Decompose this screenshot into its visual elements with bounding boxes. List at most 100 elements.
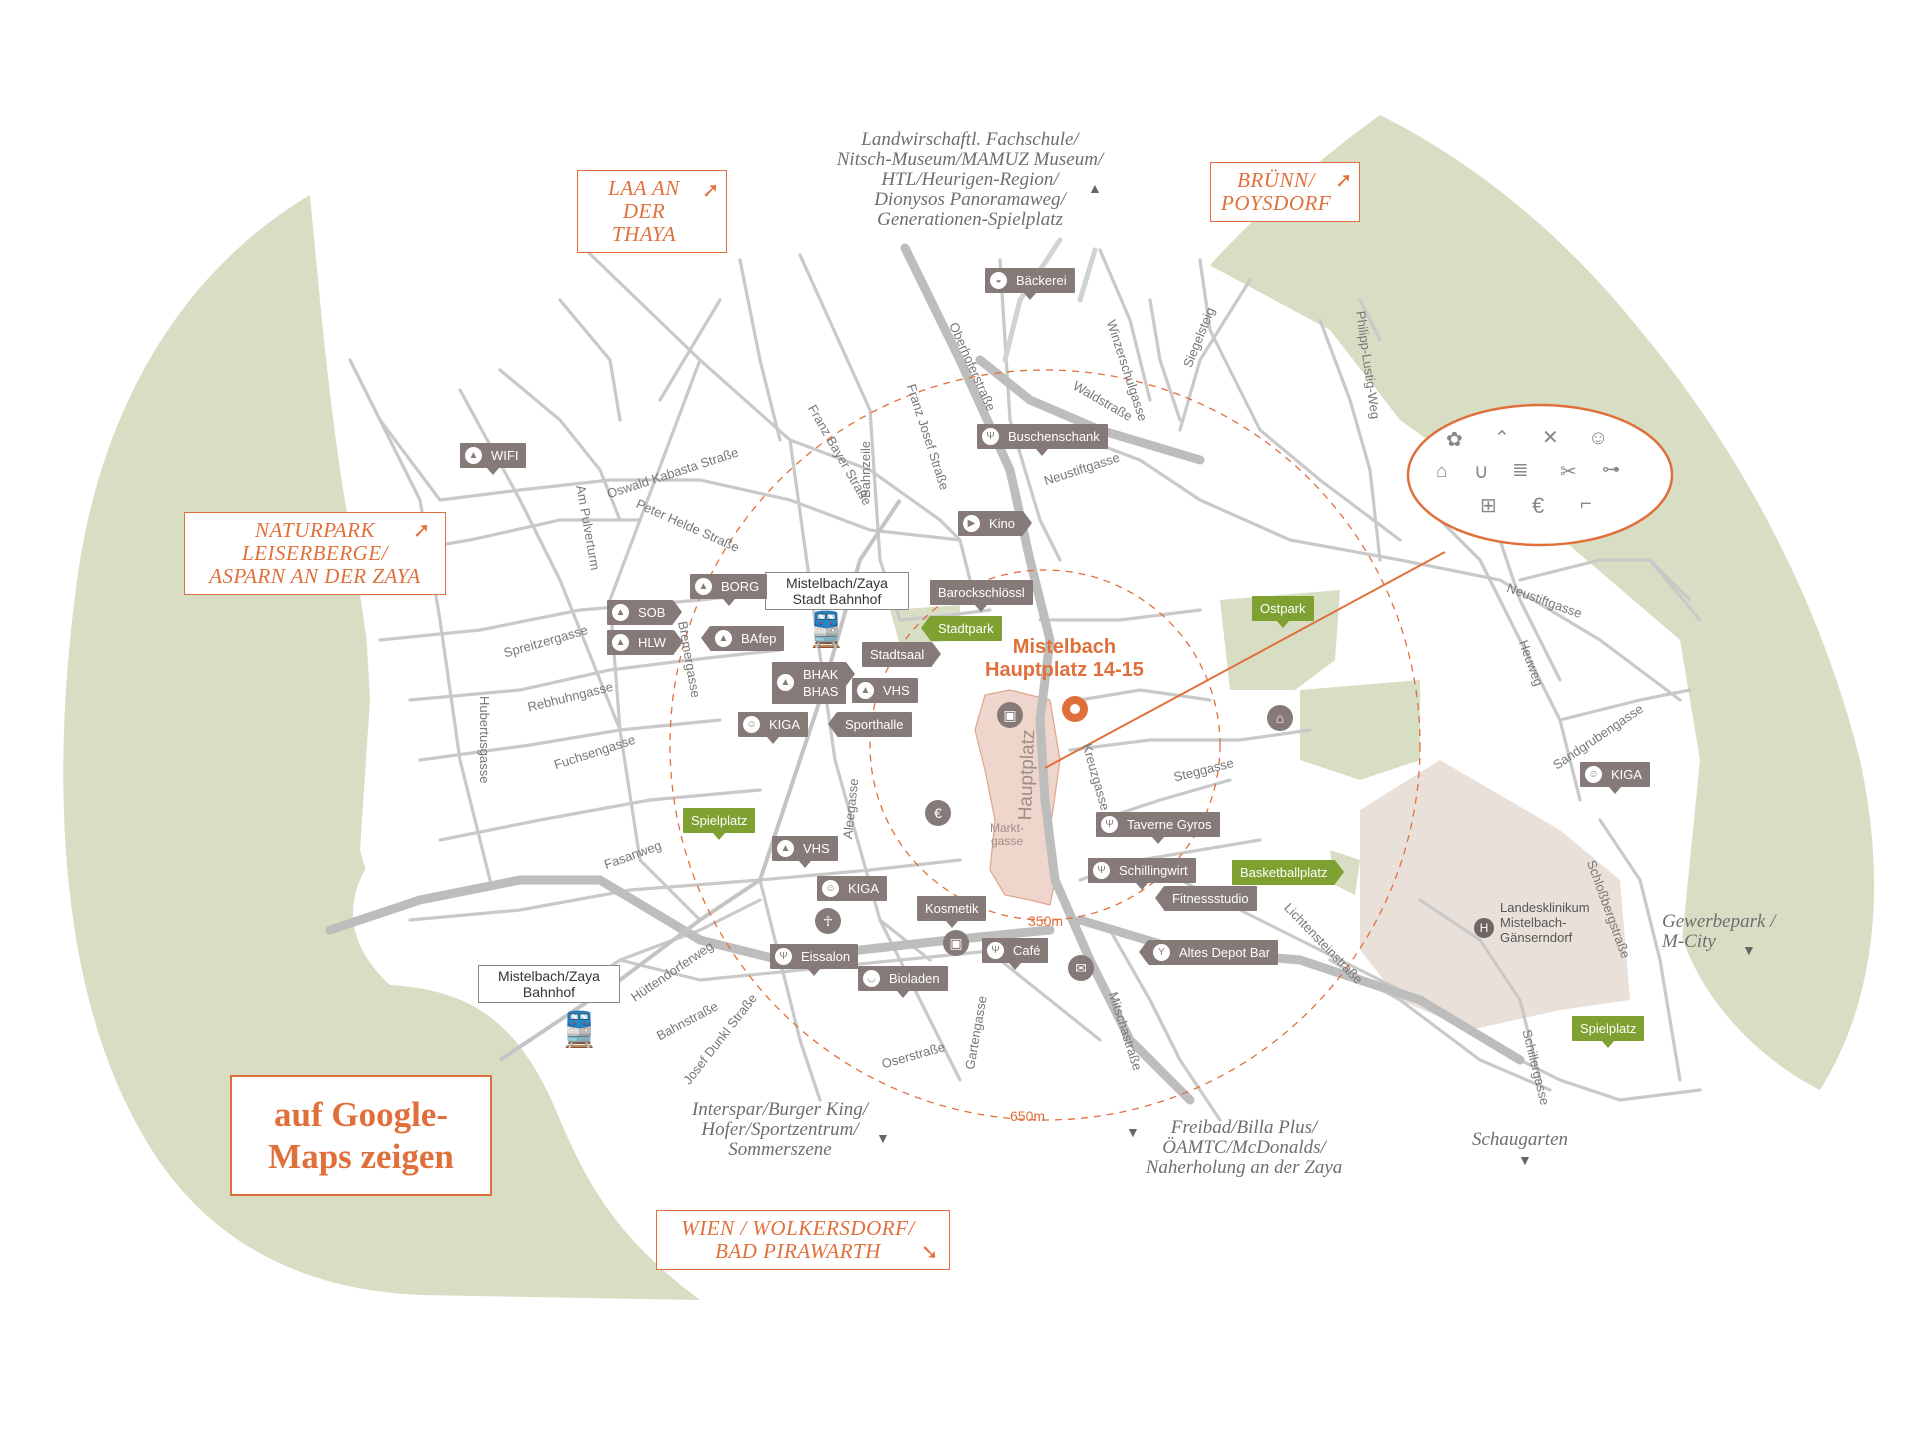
google-maps-button[interactable]: auf Google- Maps zeigen bbox=[230, 1075, 492, 1196]
arrow-down-right-icon: ▼ bbox=[876, 1130, 890, 1146]
poi-kino[interactable]: ▶ Kino bbox=[958, 511, 1033, 536]
train-icon: 🚆 bbox=[558, 1011, 601, 1049]
flower-icon: ✿ bbox=[1446, 429, 1463, 451]
plaza-label: Hauptplatz bbox=[1015, 729, 1040, 821]
shopping-cart-icon: ⊞ bbox=[1480, 495, 1497, 517]
legend-leader-line bbox=[1044, 551, 1446, 769]
poi-kosmetik[interactable]: Kosmetik bbox=[917, 896, 987, 928]
poi-baeckerei[interactable]: ◒Bäckerei bbox=[985, 268, 1075, 300]
arrow-down-right-icon: ▼ bbox=[1742, 942, 1756, 958]
bread-icon: ◒ bbox=[990, 272, 1007, 289]
arrow-down-icon: ▼ bbox=[1518, 1152, 1532, 1168]
station-stadt-bahnhof[interactable]: Mistelbach/Zaya Stadt Bahnhof bbox=[765, 572, 909, 610]
bus-stop-icon: ▣ bbox=[943, 930, 969, 956]
map-area bbox=[330, 230, 1700, 1120]
legend-bubble bbox=[1406, 403, 1674, 547]
arrow-up-icon: ▲ bbox=[1088, 180, 1102, 196]
poi-label: VHS bbox=[803, 841, 830, 856]
station-bahnhof[interactable]: Mistelbach/Zaya Bahnhof bbox=[478, 965, 620, 1003]
fork-knife-icon: Ψ bbox=[1093, 862, 1110, 879]
destination-title: Mistelbach Hauptplatz 14-15 bbox=[985, 636, 1144, 682]
poi-basketballplatz[interactable]: Basketballplatz bbox=[1232, 860, 1345, 885]
poi-label: BAfep bbox=[741, 631, 777, 646]
poi-label: Eissalon bbox=[801, 949, 851, 964]
graduation-cap-icon: ▲ bbox=[695, 578, 712, 595]
poi-sob[interactable]: ▲SOB bbox=[607, 600, 684, 625]
yoga-icon: ☥ bbox=[815, 908, 841, 934]
fork-knife-icon: Ψ bbox=[982, 428, 999, 445]
poi-stadtpark[interactable]: Stadtpark bbox=[921, 616, 1002, 641]
destination-address: Hauptplatz 14-15 bbox=[985, 659, 1144, 681]
theatre-masks-icon: ☺ bbox=[1588, 427, 1609, 449]
poi-sporthalle[interactable]: Sporthalle bbox=[828, 712, 912, 737]
fork-knife-icon: Ψ bbox=[987, 942, 1004, 959]
poi-label: Bioladen bbox=[889, 971, 940, 986]
poi-bhak-bhas[interactable]: ▲BHAK BHAS bbox=[772, 662, 856, 704]
basket-icon: ◡ bbox=[863, 970, 880, 987]
bus-stop-icon: ▣ bbox=[997, 702, 1023, 728]
google-maps-label: auf Google- Maps zeigen bbox=[268, 1094, 454, 1176]
destinations-north: Landwirschaftl. Fachschule/ Nitsch-Museu… bbox=[836, 129, 1104, 230]
poi-label: SOB bbox=[638, 605, 666, 620]
train-icon: 🚆 bbox=[805, 611, 848, 649]
poi-hlw[interactable]: ▲HLW bbox=[607, 630, 683, 655]
legend-icon-grid: ✿ ⌃ ✕ ☺ ⌂ ∪ ≣ ✂ ⊶ ⊞ € ⌐ bbox=[1430, 425, 1650, 535]
poi-fitnessstudio[interactable]: Fitnessstudio bbox=[1155, 886, 1257, 911]
direction-naturpark[interactable]: NATURPARK LEISERBERGE/ ASPARN AN DER ZAY… bbox=[184, 512, 446, 595]
hospital-area bbox=[1360, 760, 1630, 1030]
poi-label: HLW bbox=[638, 635, 666, 650]
poi-label: WIFI bbox=[491, 448, 519, 463]
direction-label: LAA AN DER THAYA bbox=[608, 176, 680, 246]
hospital-label: Landesklinikum Mistelbach- Gänserndorf bbox=[1500, 900, 1590, 945]
distance-350m: 350m bbox=[1028, 913, 1064, 929]
graduation-cap-icon: ▲ bbox=[715, 630, 732, 647]
poi-label: Buschenschank bbox=[1008, 429, 1100, 444]
poi-barockschloessl[interactable]: Barockschlössl bbox=[930, 580, 1033, 612]
destination-pin-center bbox=[1070, 704, 1080, 714]
direction-laa-an-der-thaya[interactable]: LAA AN DER THAYA➚ bbox=[577, 170, 727, 253]
poi-wifi[interactable]: ▲ WIFI bbox=[460, 443, 527, 475]
graduation-cap-icon: ▲ bbox=[465, 447, 482, 464]
poi-spielplatz-2[interactable]: Spielplatz bbox=[1572, 1016, 1645, 1048]
poi-label: Altes Depot Bar bbox=[1179, 945, 1271, 960]
marktgasse-label: Markt- gasse bbox=[990, 821, 1024, 848]
poi-label: KIGA bbox=[848, 881, 880, 896]
poi-kiga-3[interactable]: ☺KIGA bbox=[1580, 762, 1651, 794]
poi-kiga-2[interactable]: ☺KIGA bbox=[817, 876, 888, 901]
books-icon: ≣ bbox=[1512, 459, 1529, 481]
poi-bioladen[interactable]: ◡ Bioladen bbox=[858, 966, 948, 998]
film-icon: ▶ bbox=[963, 515, 980, 532]
poi-vhs-1[interactable]: ▲VHS bbox=[852, 678, 918, 703]
arrow-down-right-icon: ➘ bbox=[920, 1240, 939, 1264]
poi-label: Kosmetik bbox=[925, 901, 979, 916]
destinations-freibad: Freibad/Billa Plus/ ÖAMTC/McDonalds/ Nah… bbox=[1145, 1117, 1343, 1178]
poi-label: Taverne Gyros bbox=[1127, 817, 1212, 832]
poi-bafep[interactable]: ▲ BAfep bbox=[700, 626, 785, 651]
school-icon: ⌂ bbox=[1436, 461, 1448, 482]
poi-vhs-2[interactable]: ▲VHS bbox=[772, 836, 838, 868]
street-label: Bahnzeile bbox=[858, 440, 873, 498]
radius-350m-circle bbox=[869, 569, 1221, 921]
direction-bruenn-poysdorf[interactable]: BRÜNN/ POYSDORF➚ bbox=[1210, 162, 1360, 222]
street-label: Hubertusgasse bbox=[477, 696, 492, 784]
poi-kiga-1[interactable]: ☺KIGA bbox=[738, 712, 809, 744]
poi-altes-depot-bar[interactable]: Y Altes Depot Bar bbox=[1138, 940, 1279, 965]
poi-label: Stadtsaal bbox=[870, 647, 925, 662]
poi-ostpark[interactable]: Ostpark bbox=[1252, 596, 1314, 628]
arrow-up-right-icon: ➚ bbox=[1334, 168, 1353, 192]
poi-buschenschank[interactable]: Ψ Buschenschank bbox=[977, 424, 1108, 456]
direction-wien[interactable]: WIEN / WOLKERSDORF/ BAD PIRAWARTH➘ bbox=[656, 1210, 950, 1270]
dumbbell-icon: ⊶ bbox=[1602, 459, 1620, 479]
poi-borg[interactable]: ▲BORG bbox=[690, 574, 768, 606]
poi-stadtsaal[interactable]: Stadtsaal bbox=[862, 642, 942, 667]
poi-label: KIGA bbox=[769, 717, 801, 732]
scissors-icon: ✂ bbox=[1560, 461, 1577, 483]
cocktail-icon: Y bbox=[1153, 944, 1170, 961]
poi-spielplatz-1[interactable]: Spielplatz bbox=[683, 808, 756, 840]
poi-label: Kino bbox=[989, 516, 1016, 531]
destination-name: Mistelbach bbox=[1012, 636, 1117, 658]
